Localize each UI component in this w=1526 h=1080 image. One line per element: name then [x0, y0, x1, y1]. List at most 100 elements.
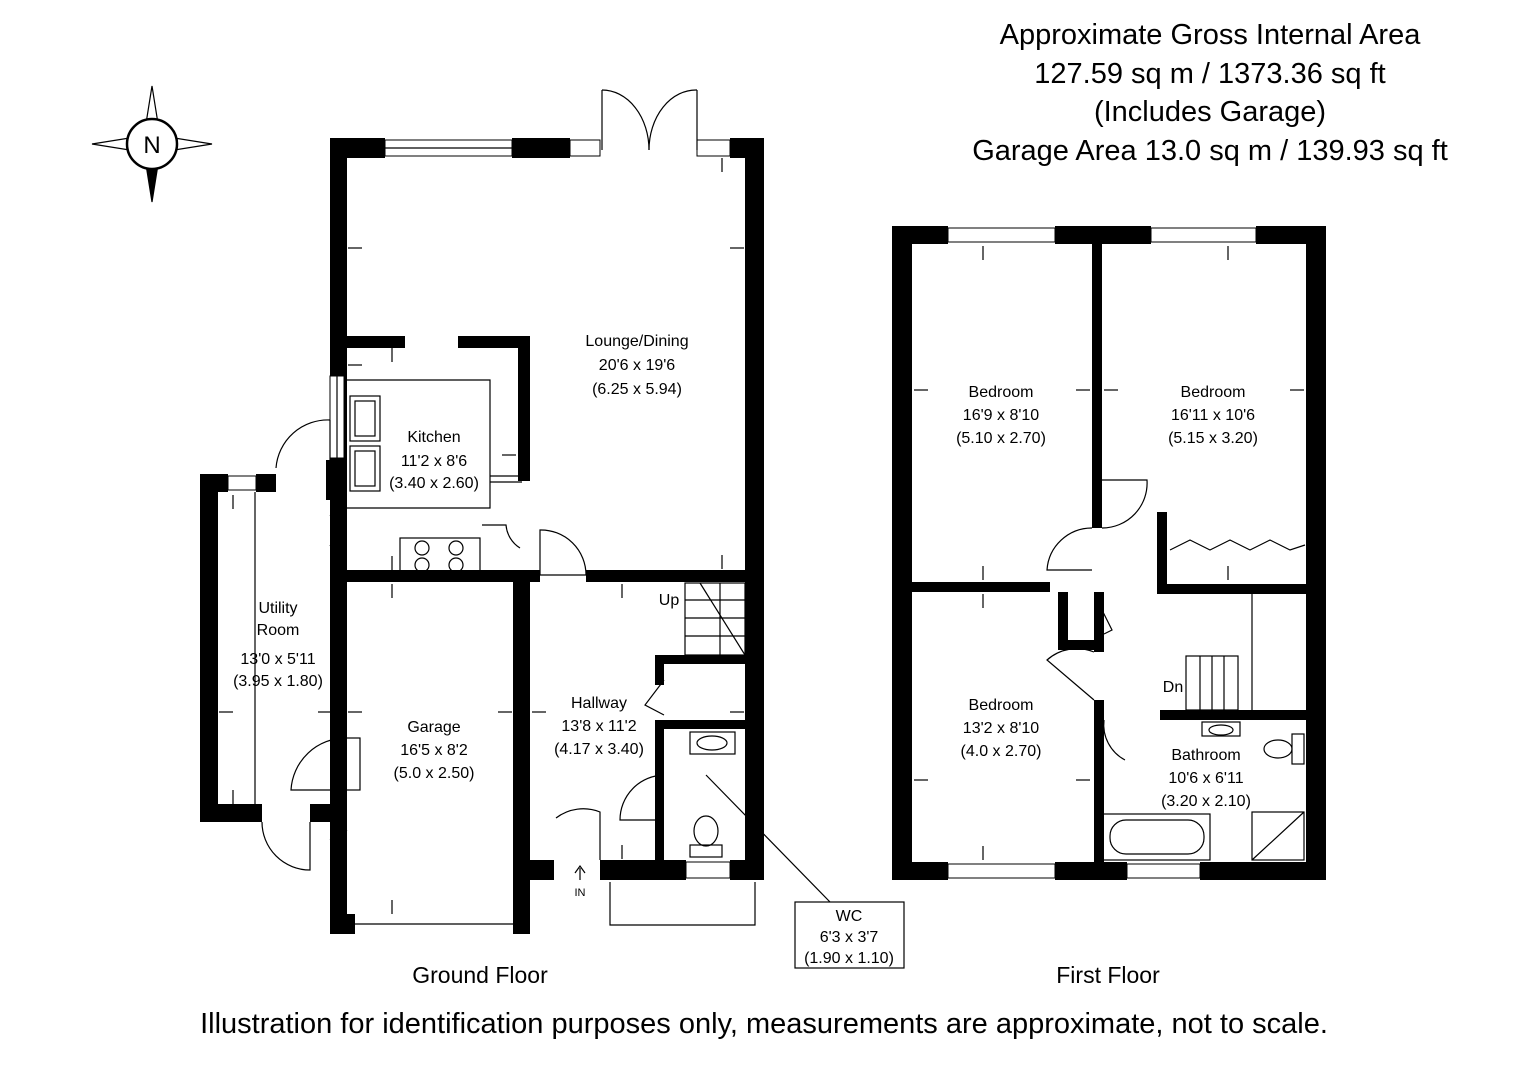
wall: [1256, 226, 1326, 244]
svg-text:6'3 x 3'7: 6'3 x 3'7: [820, 929, 879, 946]
area-total: 127.59 sq m / 1373.36 sq ft: [1034, 58, 1385, 90]
svg-text:(1.90 x 1.10): (1.90 x 1.10): [804, 950, 894, 967]
window: [696, 139, 731, 157]
wall: [1200, 862, 1326, 880]
ground-floor-title: Ground Floor: [412, 962, 548, 988]
wall: [1094, 700, 1104, 880]
svg-text:(5.15 x 3.20): (5.15 x 3.20): [1168, 430, 1258, 447]
wall: [200, 474, 218, 822]
svg-text:(3.20 x 2.10): (3.20 x 2.10): [1161, 793, 1251, 810]
worktop: [347, 379, 491, 509]
first-floor-title: First Floor: [1056, 962, 1160, 988]
wc-callout-line: [705, 774, 831, 903]
wall: [330, 582, 347, 934]
stairs-down: Dn: [1163, 594, 1253, 711]
door-swing: [644, 679, 665, 716]
wall: [892, 582, 1050, 592]
wall: [200, 474, 228, 492]
svg-text:Bedroom: Bedroom: [1181, 384, 1246, 401]
wc-callout-box: [794, 901, 905, 969]
room-label-kitchen: Kitchen 11'2 x 8'6 (3.40 x 2.60): [389, 429, 479, 492]
wall: [512, 138, 570, 158]
shower-icon: [1251, 811, 1305, 861]
room-label-hallway: Hallway 13'8 x 11'2 (4.17 x 3.40): [554, 695, 644, 758]
wall: [330, 336, 405, 348]
svg-text:Bathroom: Bathroom: [1171, 747, 1240, 764]
wall: [530, 860, 554, 880]
svg-text:Hallway: Hallway: [571, 695, 627, 712]
svg-text:13'8 x 11'2: 13'8 x 11'2: [561, 718, 636, 735]
stairs-down-label: Dn: [1163, 679, 1183, 696]
wall: [458, 336, 530, 348]
room-label-bathroom: Bathroom 10'6 x 6'11 (3.20 x 2.10): [1161, 747, 1251, 810]
sink-icon: [349, 395, 381, 442]
wall: [892, 862, 948, 880]
svg-text:Lounge/Dining: Lounge/Dining: [585, 333, 688, 350]
svg-text:20'6 x 19'6: 20'6 x 19'6: [599, 357, 675, 374]
basin-icon: [689, 731, 736, 755]
door-swing: [1046, 648, 1095, 701]
svg-text:(4.0 x 2.70): (4.0 x 2.70): [961, 743, 1042, 760]
stairs-up-label: Up: [659, 592, 680, 609]
svg-text:13'2 x 8'10: 13'2 x 8'10: [963, 720, 1039, 737]
compass-rose-icon: N: [91, 85, 213, 203]
door-swing: [482, 524, 521, 549]
wardrobe: [1169, 539, 1306, 551]
svg-text:10'6 x 6'11: 10'6 x 6'11: [1168, 770, 1243, 787]
window: [685, 861, 731, 879]
dimension-arrows: [219, 158, 744, 914]
wall: [1055, 226, 1151, 244]
entrance-label: IN: [575, 887, 586, 899]
wall: [655, 720, 664, 865]
svg-text:(3.40 x 2.60): (3.40 x 2.60): [389, 475, 479, 492]
wall: [1092, 226, 1102, 528]
wall: [330, 914, 355, 934]
wall: [1160, 710, 1326, 720]
svg-text:Bedroom: Bedroom: [969, 697, 1034, 714]
wall: [1058, 592, 1068, 642]
ground-floor-plan: IN Up: [200, 89, 905, 988]
bathtub-icon: [1101, 813, 1211, 861]
wall: [330, 570, 540, 582]
toilet-icon: [1263, 733, 1305, 765]
wall: [1157, 584, 1326, 594]
door-swing: [619, 774, 665, 821]
area-summary: Approximate Gross Internal Area 127.59 s…: [972, 19, 1448, 167]
door-swing: [539, 529, 587, 576]
door-swing: [1046, 527, 1093, 571]
wall: [1094, 592, 1104, 652]
svg-text:(3.95 x 1.80): (3.95 x 1.80): [233, 673, 323, 690]
svg-text:16'11 x 10'6: 16'11 x 10'6: [1171, 407, 1255, 424]
room-label-bedroom-1: Bedroom 16'9 x 8'10 (5.10 x 2.70): [956, 384, 1046, 447]
wall: [256, 474, 276, 492]
svg-text:(5.0 x 2.50): (5.0 x 2.50): [394, 765, 475, 782]
wall: [655, 655, 745, 664]
first-floor-plan: Dn Bedroom 16: [892, 226, 1326, 988]
door-swing: [275, 419, 331, 469]
svg-text:Garage: Garage: [407, 719, 460, 736]
svg-text:Bedroom: Bedroom: [969, 384, 1034, 401]
svg-text:11'2 x 8'6: 11'2 x 8'6: [401, 453, 467, 470]
wall: [200, 804, 262, 822]
wall: [310, 804, 330, 822]
room-label-bedroom-3: Bedroom 13'2 x 8'10 (4.0 x 2.70): [961, 697, 1042, 760]
stairs-up: Up: [659, 582, 746, 656]
wall: [513, 582, 530, 934]
window: [227, 475, 257, 491]
french-door-icon: [601, 89, 698, 151]
basin-icon: [1201, 721, 1241, 737]
wall: [330, 138, 385, 158]
wall: [1306, 226, 1326, 880]
wall: [892, 226, 948, 244]
window: [569, 139, 601, 157]
window: [1126, 863, 1201, 879]
front-door: [555, 808, 601, 860]
hob-icon: [399, 537, 481, 575]
door-swing: [1094, 595, 1113, 635]
svg-text:Room: Room: [257, 622, 300, 639]
wall: [655, 720, 745, 729]
svg-text:13'0 x 5'11: 13'0 x 5'11: [240, 651, 315, 668]
compass-north-label: N: [143, 132, 160, 159]
window: [947, 863, 1056, 879]
